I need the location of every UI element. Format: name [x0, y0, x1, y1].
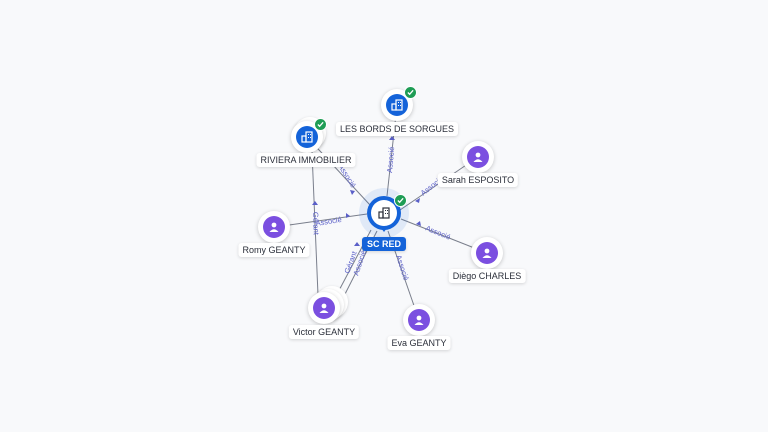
building-icon [296, 126, 318, 148]
arrow-diego [416, 221, 421, 226]
verified-check-icon [314, 118, 327, 131]
person-node-eva[interactable] [403, 304, 435, 336]
user-icon [408, 309, 430, 331]
arrow-les-bords [389, 136, 395, 140]
user-icon [467, 146, 489, 168]
arrow-riviera-victor [312, 201, 318, 205]
arrow-sarah [415, 198, 420, 203]
company-node-riviera[interactable] [291, 118, 327, 153]
verified-check-icon [394, 194, 407, 207]
person-node-diego[interactable] [471, 237, 503, 269]
company-label-les-bords[interactable]: LES BORDS DE SORGUES [335, 122, 459, 136]
edge-label-diego: Associé [424, 224, 452, 242]
edge-label-riviera-victor: Gérant [311, 212, 321, 236]
person-label-diego[interactable]: Diègo CHARLES [448, 269, 526, 283]
company-label-riviera[interactable]: RIVIERA IMMOBILIER [256, 153, 356, 167]
user-icon [476, 242, 498, 264]
edge-label-eva: Associé [394, 254, 411, 282]
edge-label-les-bords: Associé [385, 146, 396, 173]
verified-check-icon [404, 86, 417, 99]
arrow-victor [354, 242, 360, 246]
edge-romy [274, 213, 368, 228]
center-node[interactable] [359, 188, 409, 238]
person-node-victor[interactable] [308, 292, 340, 324]
company-node-les-bords[interactable] [381, 86, 417, 121]
arrow-romy [346, 213, 350, 218]
arrow-riviera [350, 190, 355, 195]
user-icon [313, 297, 335, 319]
building-icon [378, 207, 390, 219]
person-label-victor[interactable]: Victor GEANTY [288, 325, 360, 339]
user-icon [263, 216, 285, 238]
person-node-romy[interactable] [258, 211, 290, 243]
building-icon [386, 94, 408, 116]
person-label-eva[interactable]: Eva GEANTY [387, 336, 451, 350]
person-label-sarah[interactable]: Sarah ESPOSITO [437, 173, 519, 187]
edge-label-romy: Associé [315, 215, 342, 228]
person-label-romy[interactable]: Romy GEANTY [238, 243, 310, 257]
center-label[interactable]: SC RED [361, 237, 407, 251]
person-node-sarah[interactable] [462, 141, 494, 173]
edge-riviera-victor [311, 151, 319, 296]
